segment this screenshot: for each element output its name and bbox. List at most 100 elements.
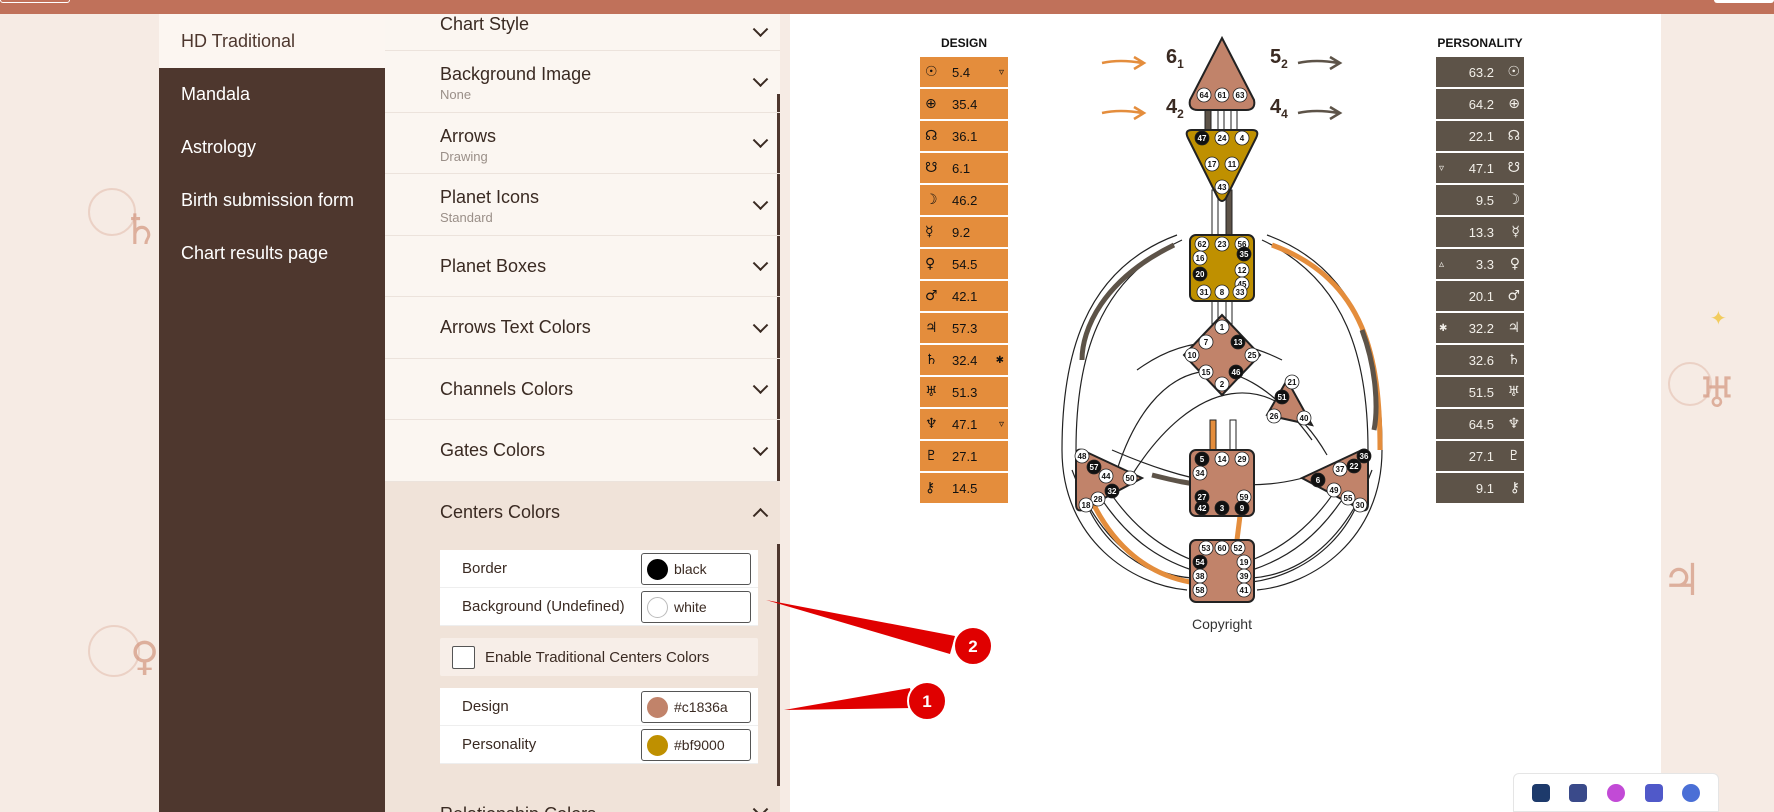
gate-number: 21 [1288,378,1297,387]
personality-color-value: #bf9000 [674,737,725,753]
sidebar-item-birth-form[interactable]: Birth submission form [181,190,355,210]
accordion-title: Background Image [440,64,592,84]
personality-planet-value: 64.2 [1468,96,1494,112]
accordion-arrows-text-colors[interactable]: Arrows Text Colors [385,297,780,359]
design-planet-value: 46.2 [952,192,978,208]
panel-scrollbar[interactable] [777,94,780,812]
gate-circle [1194,500,1210,516]
design-planet-mark: ▿ [998,66,1004,78]
gate-circle [1214,130,1230,146]
gate-circle [1236,582,1252,598]
accordion-gates-colors[interactable]: Gates Colors [385,420,780,482]
mars-icon: ♂ [1507,288,1520,304]
gate-circle [1194,130,1210,146]
settings-icon[interactable] [1682,783,1701,802]
gate-circle [1244,347,1260,363]
mars-icon: ♂ [925,288,938,304]
traditional-centers-toggle[interactable]: Enable Traditional Centers Colors [440,638,758,676]
gate-circle [1234,451,1250,467]
arrow-sub: 2 [1281,57,1288,71]
accordion-title: Arrows [440,126,497,146]
design-planet-row: ☉ 5.4 ▿ [920,57,1008,87]
accordion-relationship-colors[interactable]: Relationship Colors [385,786,780,812]
design-planet-value: 42.1 [952,288,978,304]
gate-number: 34 [1196,469,1205,478]
gate-number: 32 [1108,487,1117,496]
top-bar-button-left[interactable] [0,0,70,3]
design-planet-value: 54.5 [952,256,978,272]
personality-planet-value: 20.1 [1468,288,1494,304]
gate-number: 57 [1090,463,1099,472]
gate-number: 47 [1198,134,1207,143]
copyright-text: Copyright [1192,616,1252,632]
color-swatch-dot [647,734,668,756]
design-planet-row: ♆47.1▿ [920,409,1008,439]
color-swatch-dot [647,696,668,718]
gate-number: 18 [1082,501,1091,510]
gate-circle [1310,472,1326,488]
sidebar-item-mandala[interactable]: Mandala [181,84,251,104]
personality-color-picker[interactable]: #bf9000 [641,729,751,761]
personality-planet-row: ☿13.3 [1436,217,1524,247]
traditional-centers-checkbox[interactable] [452,645,475,669]
gate-number: 58 [1196,586,1205,595]
personality-planet-row: ⊕64.2 [1436,89,1524,119]
gate-circle [1224,156,1240,172]
gate-number: 52 [1234,544,1243,553]
personality-planet-value: 47.1 [1468,160,1494,176]
gate-circle [1332,461,1348,477]
uranus-icon: ♅ [1507,384,1520,400]
design-planet-row: ♇27.1 [920,441,1008,471]
accordion-planet-icons[interactable]: Planet Icons Standard [385,174,780,236]
gate-circle [1214,236,1230,252]
design-planet-value: 5.4 [952,64,971,80]
accordion-title: Arrows Text Colors [440,317,591,337]
accordion-title: Channels Colors [440,379,574,399]
gate-circle [1192,582,1208,598]
accordion-chart-style[interactable]: Chart Style [385,14,780,51]
gate-circle [1086,459,1102,475]
gate-number: 54 [1196,558,1205,567]
venus-icon: ♀ [925,256,936,272]
personality-planet-mark: ▵ [1439,258,1445,270]
sidebar-item-chart-results[interactable]: Chart results page [181,243,329,263]
background-color-picker[interactable]: white [641,591,751,623]
chiron-icon: ⚷ [1509,480,1520,496]
gate-circle [1326,482,1342,498]
top-bar-button-right[interactable] [1714,0,1774,3]
sun-icon: ☉ [925,64,938,80]
accordion-planet-boxes[interactable]: Planet Boxes [385,236,780,297]
accordion-channels-colors[interactable]: Channels Colors [385,359,780,420]
mercury-icon: ☿ [925,224,934,240]
sidebar-item-astrology[interactable]: Astrology [181,137,257,157]
annotation-callout-2: 2 [766,600,993,666]
accordion-title: Planet Boxes [440,256,547,276]
gate-circle [1198,334,1214,350]
arrow-sub: 2 [1177,107,1184,121]
accordion-subtitle: Standard [440,210,493,225]
accordion-centers-colors[interactable]: Centers Colors [385,482,780,544]
accordion-arrows[interactable]: Arrows Drawing [385,113,780,174]
arrow-number: 4 [1270,96,1282,118]
gate-circle [1214,87,1230,103]
design-column-title: DESIGN [940,36,987,50]
teams-icon[interactable] [1644,783,1663,802]
north-node-icon: ☊ [925,128,938,144]
gate-circle [1232,284,1248,300]
traditional-centers-label: Enable Traditional Centers Colors [485,648,710,666]
accordion-background-image[interactable]: Background Image None [385,51,780,113]
terminal-icon[interactable] [1531,783,1550,802]
design-planet-value: 14.5 [952,480,978,496]
design-planet-value: 36.1 [952,128,978,144]
design-color-picker[interactable]: #c1836a [641,691,751,723]
gate-circle [1074,448,1090,464]
gate-number: 63 [1236,91,1245,100]
border-color-picker[interactable]: black [641,553,751,585]
gate-number: 30 [1356,501,1365,510]
gate-circle [1214,451,1230,467]
gate-number: 48 [1078,452,1087,461]
firefox-icon[interactable] [1606,783,1625,802]
sidebar-item-hd-traditional[interactable]: HD Traditional [159,14,385,68]
clipboard-icon[interactable] [1569,783,1588,802]
background-color-value: white [674,599,707,615]
